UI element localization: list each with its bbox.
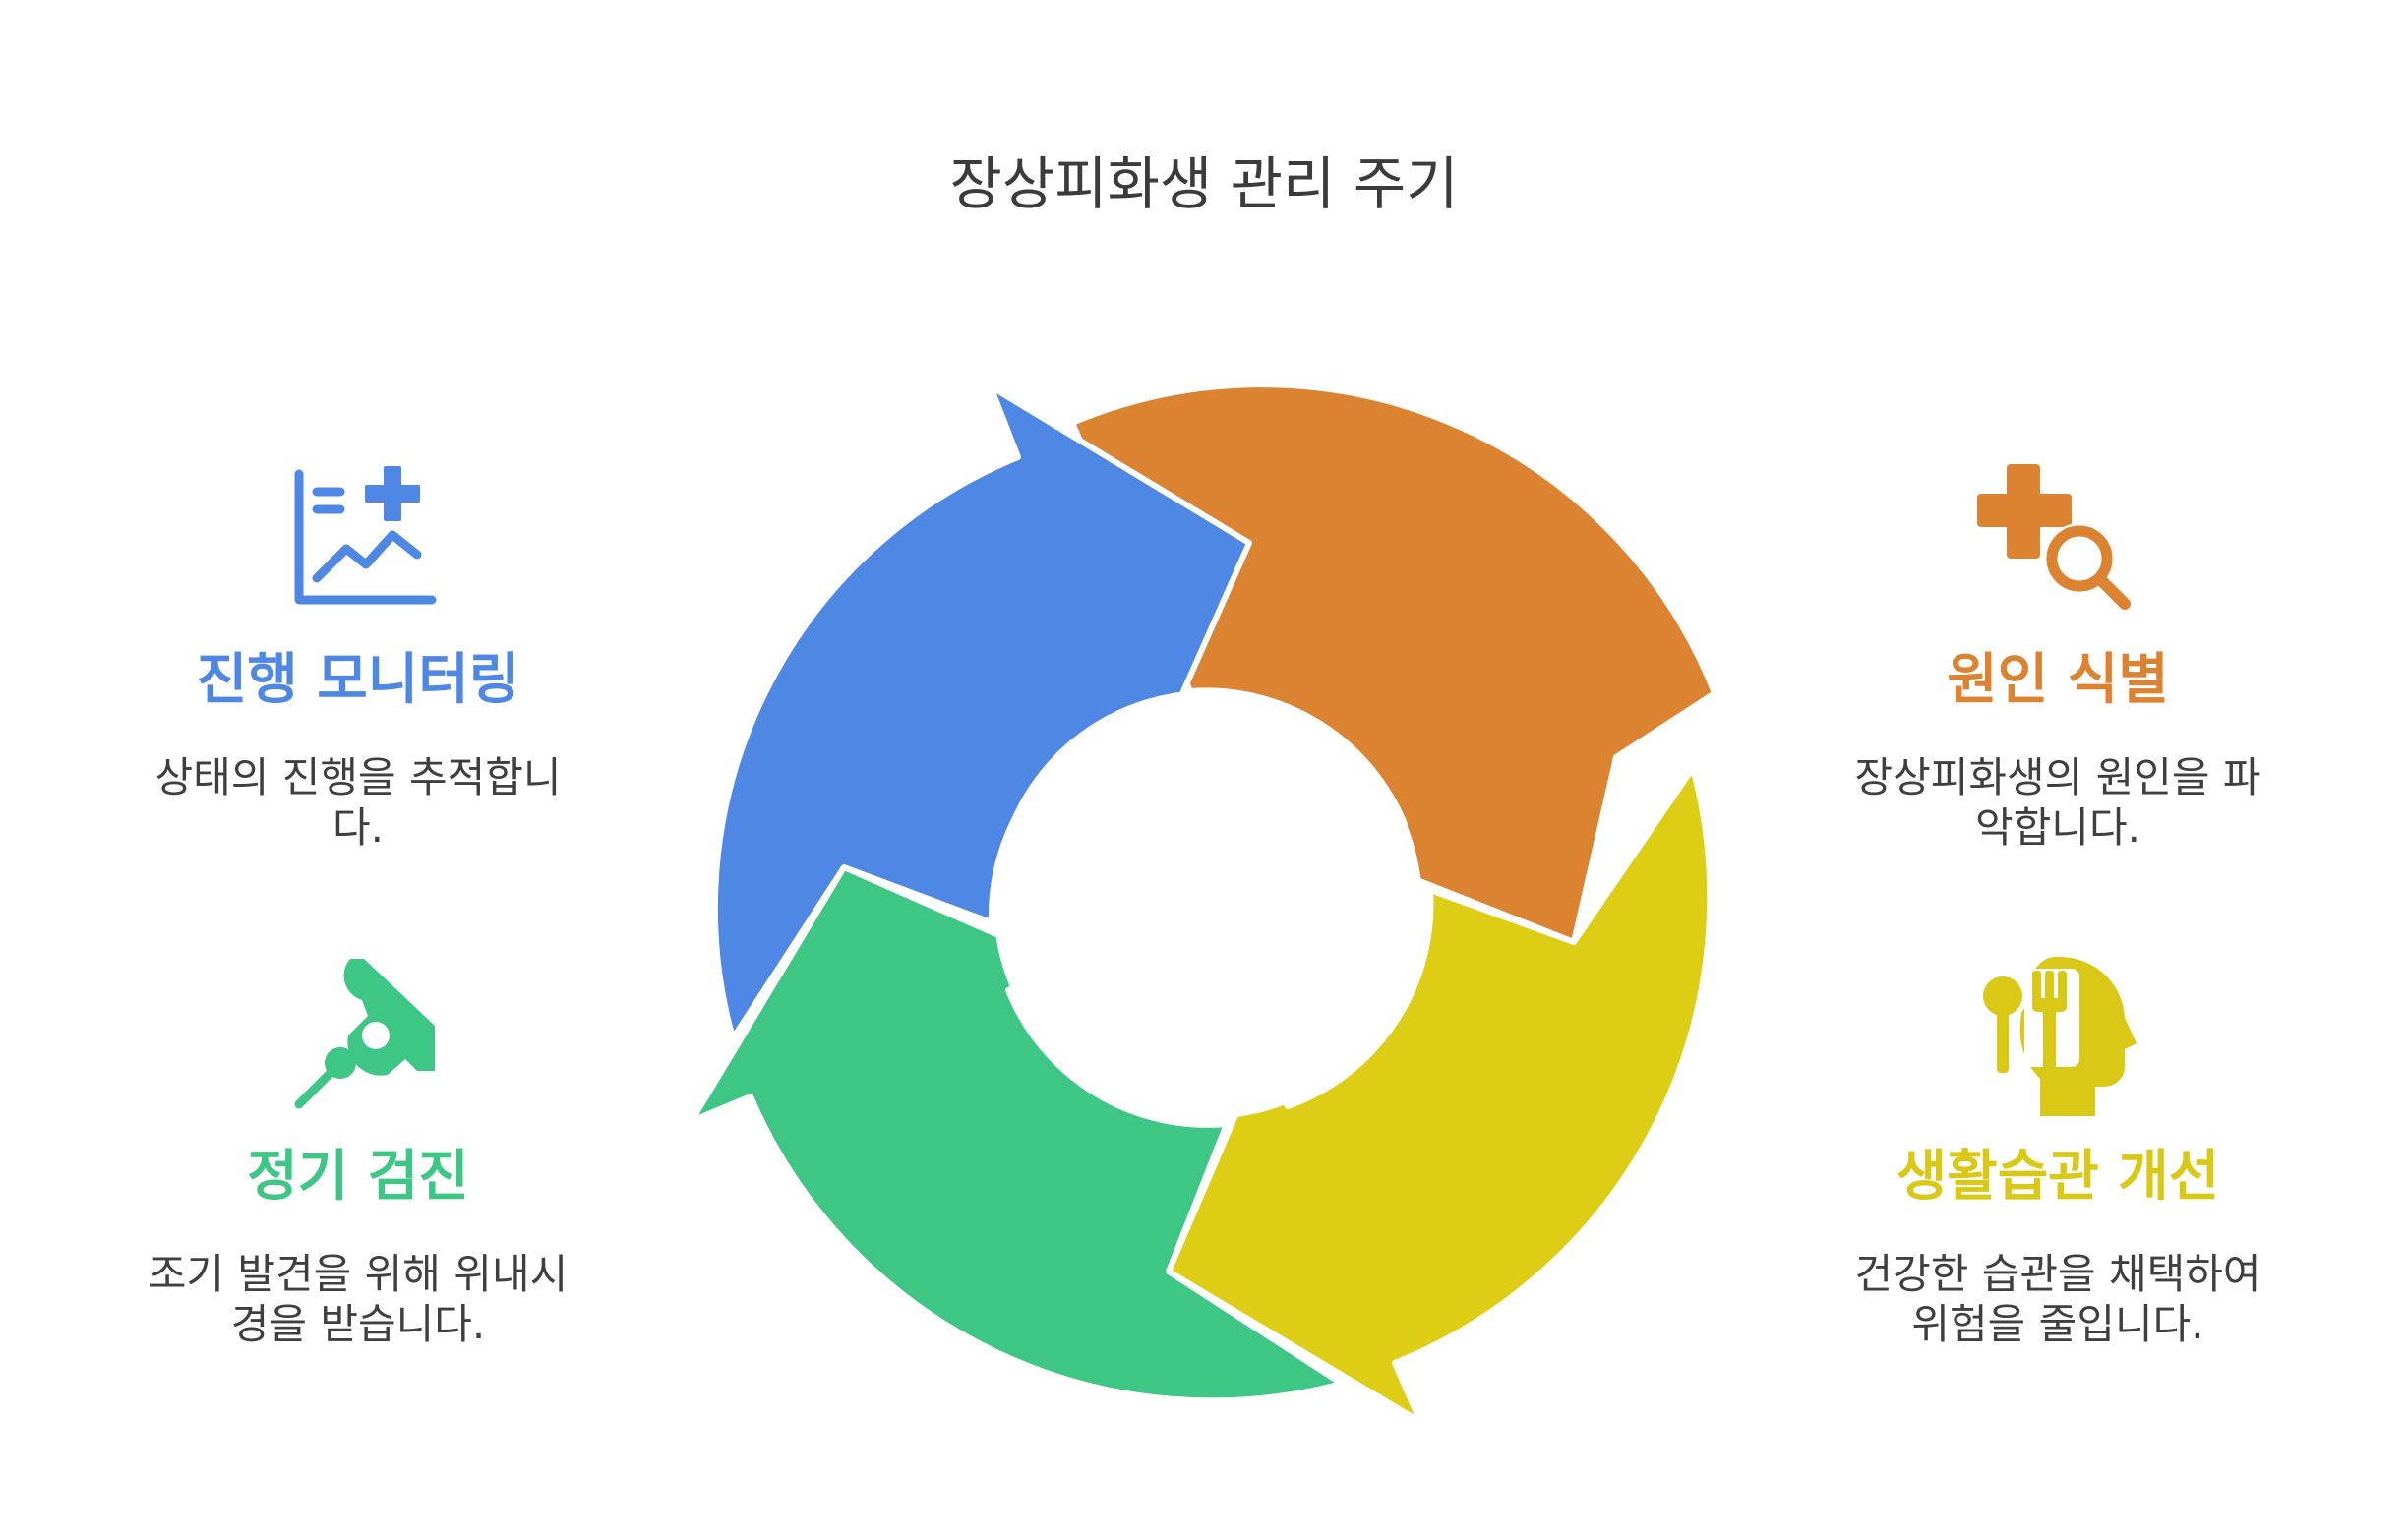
step-habit-desc: 건강한 습관을 채택하여 위험을 줄입니다. [1854, 1250, 2261, 1349]
endoscope-icon [294, 959, 435, 1109]
step-monitor-heading: 진행 모니터링 [196, 648, 520, 712]
diet-head-icon [1979, 956, 2137, 1116]
step-checkup-desc: 조기 발견을 위해 위내시경을 받습니다. [148, 1250, 569, 1349]
chart-plus-icon [294, 466, 437, 605]
cycle-arrow-green [689, 864, 1345, 1404]
step-monitor: 진행 모니터링 상태의 진행을 추적합니다. [83, 452, 633, 854]
step-cause-desc: 장상피화생의 원인을 파악합니다. [1854, 753, 2261, 853]
step-cause-heading: 원인 식별 [1947, 648, 2169, 712]
page-title: 장상피화생 관리 주기 [949, 150, 1459, 217]
step-cause: 원인 식별 장상피화생의 원인을 파악합니다. [1782, 452, 2333, 854]
step-habit-heading: 생활습관 개선 [1896, 1145, 2220, 1209]
cycle-arrow-yellow [1166, 765, 1714, 1425]
cycle-center [993, 690, 1422, 1119]
step-checkup: 정기 검진 조기 발견을 위해 위내시경을 받습니다. [83, 949, 633, 1350]
step-monitor-desc: 상태의 진행을 추적합니다. [154, 753, 562, 853]
medical-search-icon [1977, 464, 2131, 610]
step-habit: 생활습관 개선 건강한 습관을 채택하여 위험을 줄입니다. [1782, 949, 2333, 1350]
step-checkup-heading: 정기 검진 [247, 1145, 469, 1209]
